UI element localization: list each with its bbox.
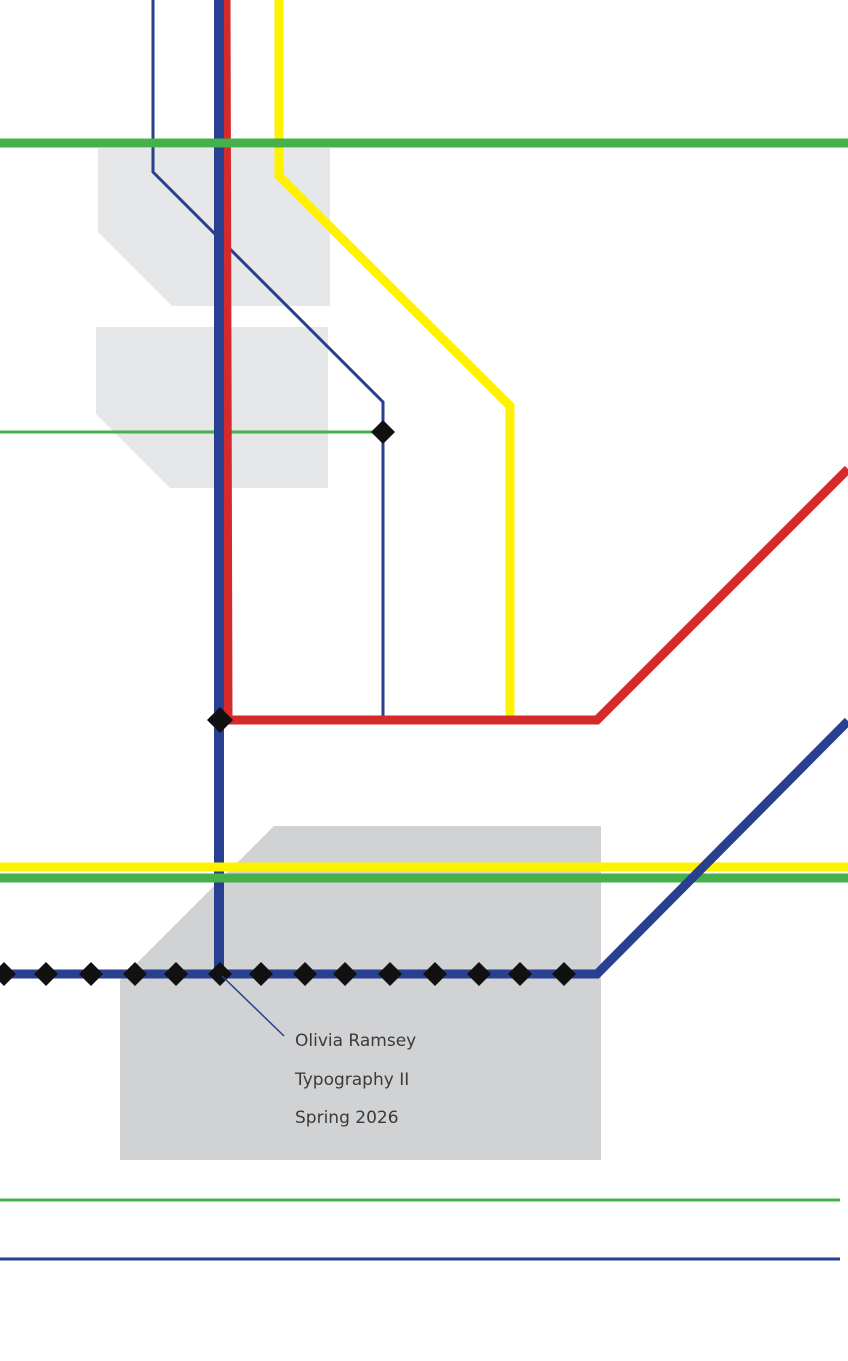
caption: Olivia Ramsey Typography II Spring 2026 [294,1031,416,1128]
station-marker [0,962,16,986]
station-marker [293,962,317,986]
author-name: Olivia Ramsey [295,1031,416,1051]
station-marker [34,962,58,986]
yellow-line-vertical [274,0,515,718]
station-marker [79,962,103,986]
station-marker-junction-red [207,707,233,733]
station-marker [552,962,576,986]
station-marker [508,962,532,986]
background-blocks [96,148,601,1160]
station-marker [123,962,147,986]
station-marker [423,962,447,986]
station-marker [249,962,273,986]
station-marker-junction-green [371,420,395,444]
caption-leader-line [221,975,285,1037]
course-name: Typography II [294,1070,409,1090]
gray-block-bottom [120,826,601,1160]
station-marker [467,962,491,986]
red-line [221,0,848,725]
station-marker [164,962,188,986]
station-marker [333,962,357,986]
blue-line-horizontal [0,717,848,979]
station-markers [0,420,576,986]
station-marker [378,962,402,986]
term-label: Spring 2026 [295,1108,399,1128]
blue-thin-branch-line [151,0,385,718]
gray-block-middle [96,327,328,488]
